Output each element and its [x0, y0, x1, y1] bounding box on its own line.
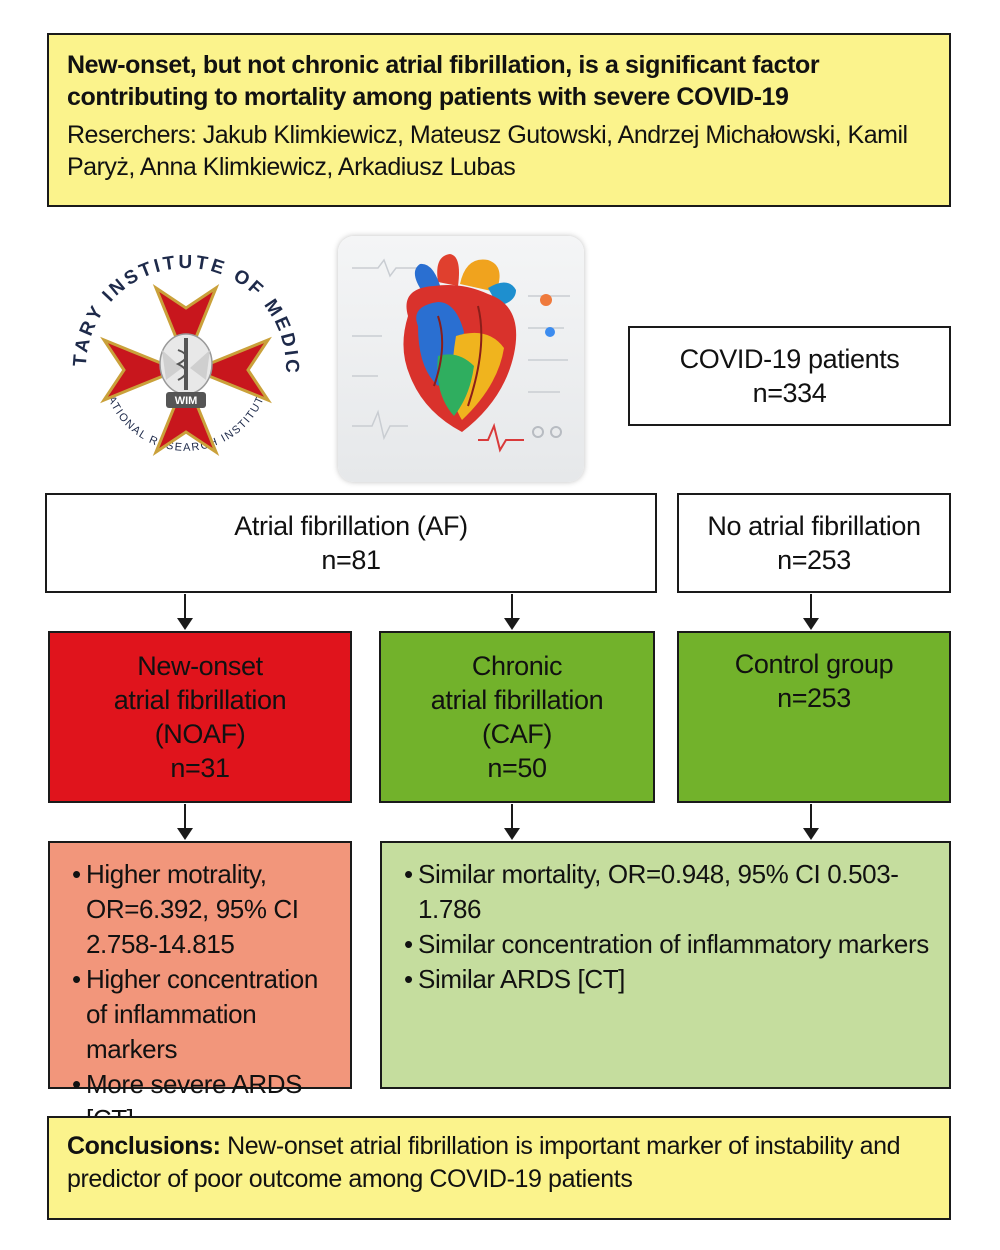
control-label: Control group: [734, 649, 894, 679]
military-institute-logo: MILITARY INSTITUTE OF MEDICINE NATIONAL …: [48, 228, 299, 456]
af-box: Atrial fibrillation (AF) n=81: [45, 493, 657, 593]
conclusion-text: New-onset atrial fibrillation is importa…: [67, 1132, 901, 1193]
logo-badge: WIM: [175, 395, 198, 407]
list-item: •Similar mortality, OR=0.948, 95% CI 0.5…: [404, 859, 899, 924]
caf-line3: (CAF): [482, 719, 552, 749]
caf-line2: atrial fibrillation: [430, 685, 604, 715]
af-count: n=81: [321, 545, 381, 575]
af-label: Atrial fibrillation (AF): [234, 511, 468, 541]
list-item: •Similar ARDS [CT]: [404, 964, 626, 994]
noaf-line2: atrial fibrillation: [113, 685, 287, 715]
patients-label: COVID-19 patients: [679, 344, 900, 374]
noaf-count: n=31: [170, 753, 230, 783]
control-count: n=253: [777, 683, 851, 713]
conclusion-label: Conclusions:: [67, 1132, 221, 1160]
list-item: •Similar concentration of inflammatory m…: [404, 929, 929, 959]
header-title: New-onset, but not chronic atrial fibril…: [67, 51, 820, 111]
patients-count: n=334: [752, 378, 827, 408]
cross-emblem: WIM: [100, 284, 272, 456]
no-af-count: n=253: [777, 545, 851, 575]
list-item: •Higher motrality, OR=6.392, 95% CI 2.75…: [72, 859, 299, 959]
caf-count: n=50: [487, 753, 547, 783]
noaf-results-box: •Higher motrality, OR=6.392, 95% CI 2.75…: [48, 841, 352, 1134]
arrow-af-to-caf: [504, 594, 520, 630]
arrow-noaf-to-control: [803, 594, 819, 630]
no-af-label: No atrial fibrillation: [707, 511, 921, 541]
noaf-line3: (NOAF): [154, 719, 246, 749]
control-group-box: Control group n=253: [677, 631, 951, 803]
heart-illustration: [338, 236, 584, 482]
noaf-line1: New-onset: [137, 651, 263, 681]
list-item: •Higher concentration of inflammation ma…: [72, 964, 318, 1064]
caf-group-box: Chronic atrial fibrillation (CAF) n=50: [379, 631, 655, 803]
covid-patients-box: COVID-19 patients n=334: [628, 326, 951, 426]
caf-line1: Chronic: [471, 651, 563, 681]
arrow-caf-to-results: [504, 804, 520, 840]
conclusion-box: Conclusions: New-onset atrial fibrillati…: [47, 1116, 951, 1220]
similar-results-box: •Similar mortality, OR=0.948, 95% CI 0.5…: [380, 841, 951, 1089]
arrow-control-to-results: [803, 804, 819, 840]
arrow-af-to-noaf: [177, 594, 193, 630]
arrow-noaf-to-results: [177, 804, 193, 840]
header-authors: Reserchers: Jakub Klimkiewicz, Mateusz G…: [67, 121, 908, 181]
noaf-group-box: New-onset atrial fibrillation (NOAF) n=3…: [48, 631, 352, 803]
no-af-box: No atrial fibrillation n=253: [677, 493, 951, 593]
header-box: New-onset, but not chronic atrial fibril…: [47, 33, 951, 207]
